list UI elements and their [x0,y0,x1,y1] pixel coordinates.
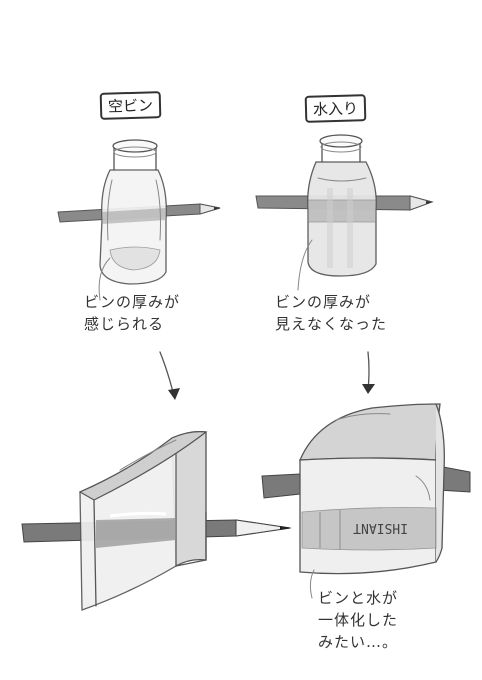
filled-bottle-sketch [255,134,434,291]
empty-caption-line2: 感じられる [84,314,165,333]
empty-caption: ビンの厚みが 感じられる [84,292,180,336]
empty-bottle-sketch [57,139,221,301]
filled-caption-line1: ビンの厚みが [275,293,372,311]
filled-caption-line2: 見えなくなった [275,314,388,333]
svg-text:IHSIANT: IHSIANT [353,520,408,535]
bottom-caption-line3: みたい…。 [318,632,399,651]
filled-caption: ビンの厚みが 見えなくなった [275,292,387,336]
empty-glass-slab [21,430,292,611]
filled-water-block: IHSIANT [261,403,471,599]
empty-caption-line1: ビンの厚みが [84,293,181,311]
empty-bottle-label: 空ビン [99,91,162,120]
bottom-caption-line2: 一体化した [318,610,399,629]
arrow-left [159,351,180,400]
bottom-caption: ビンと水が 一体化した みたい…。 [318,588,398,653]
bottom-caption-line1: ビンと水が [318,589,399,607]
arrow-right [362,351,375,394]
filled-bottle-label: 水入り [304,94,367,123]
